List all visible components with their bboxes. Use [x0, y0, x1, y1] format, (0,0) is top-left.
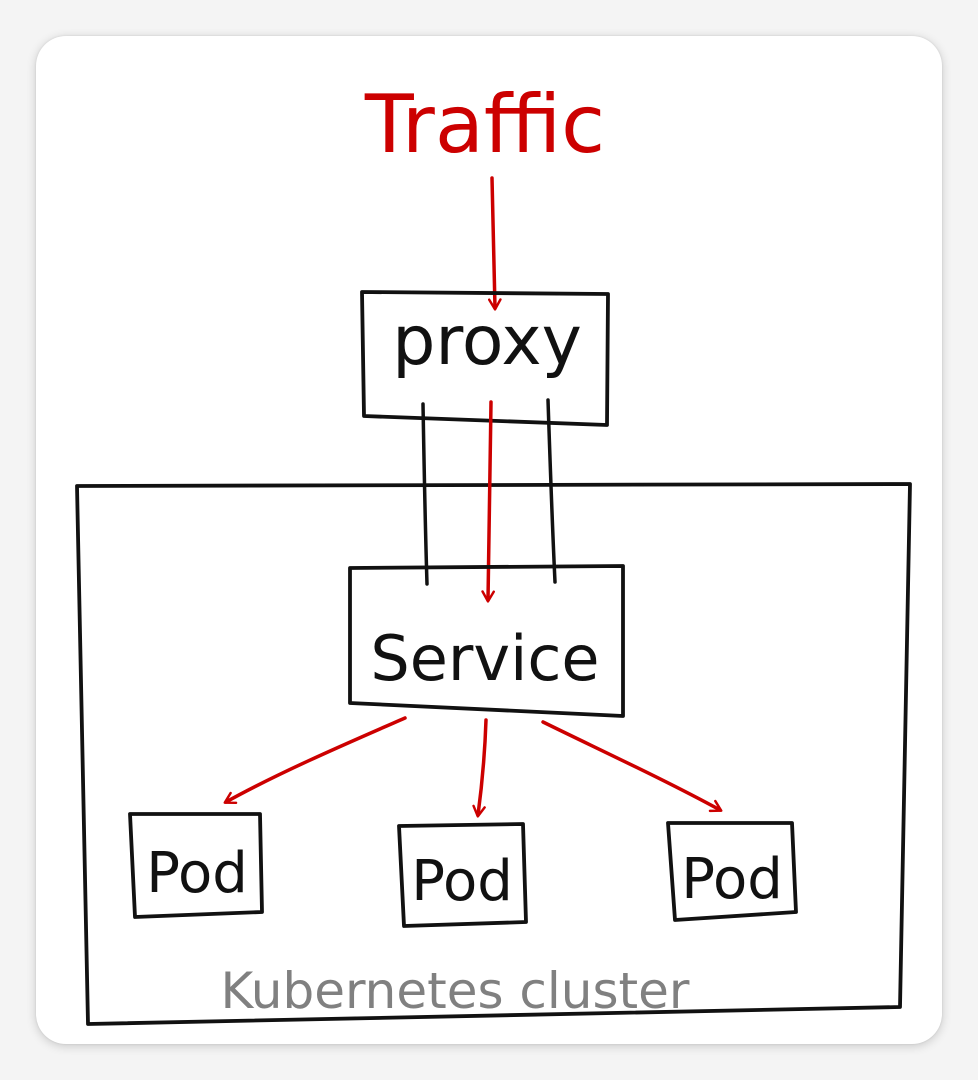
service-to-pod-1-arrow	[223, 716, 407, 805]
traffic-label: Traffic	[364, 78, 605, 171]
pod-box	[666, 821, 798, 922]
pod-1: Pod	[128, 812, 264, 919]
pod-label: Pod	[681, 847, 783, 912]
service-to-pod-2-arrow	[472, 718, 488, 818]
pod-2: Pod	[397, 822, 528, 928]
pod-box	[397, 822, 528, 928]
service-to-pod-3-arrow	[541, 720, 723, 813]
service-box	[348, 564, 625, 718]
proxy-label: proxy	[392, 302, 582, 381]
proxy-service-line-left	[421, 402, 429, 586]
pod-label: Pod	[411, 849, 513, 914]
cluster-label: Kubernetes cluster	[221, 962, 690, 1020]
proxy-service-line-right	[546, 398, 557, 584]
pod-3: Pod	[666, 821, 798, 922]
service-label: Service	[370, 622, 599, 695]
proxy-box	[360, 290, 610, 427]
cluster-box	[75, 482, 912, 1026]
pod-label: Pod	[146, 841, 248, 906]
traffic-arrow	[487, 176, 502, 311]
proxy-to-service-arrow	[481, 400, 495, 603]
pod-box	[128, 812, 264, 919]
